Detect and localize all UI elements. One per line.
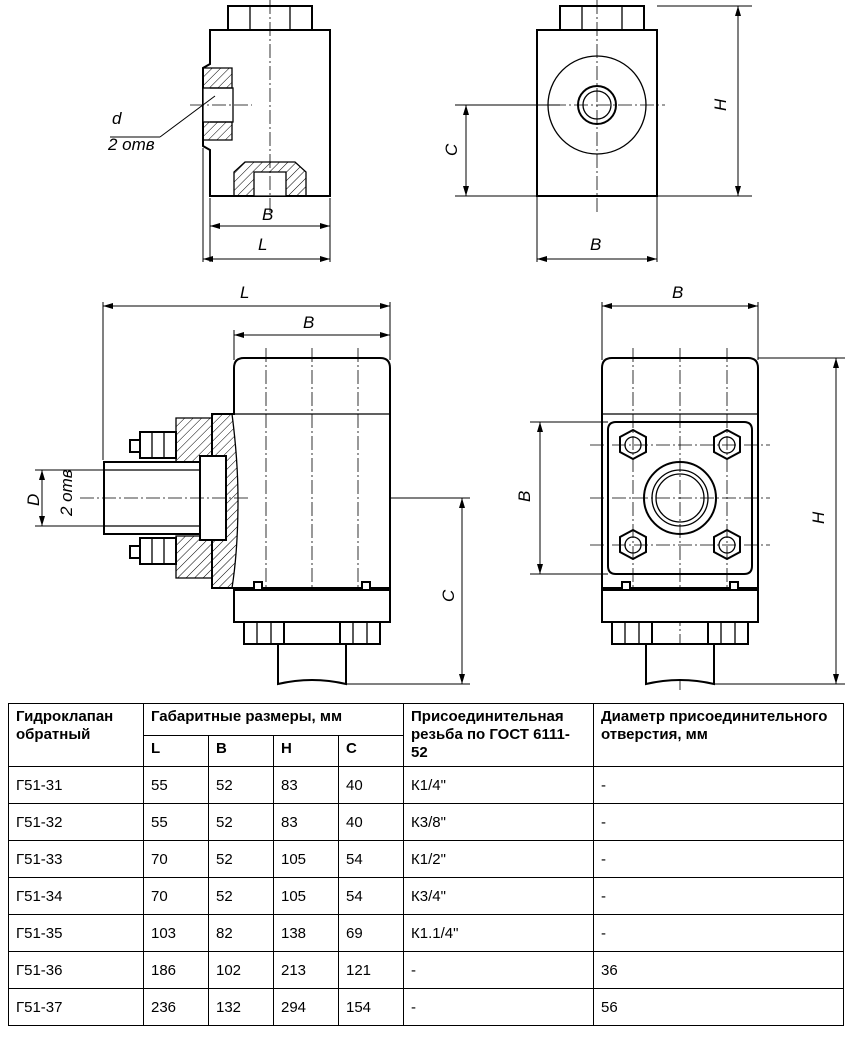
label-C-top-right: C [442,143,461,156]
cell-H: 105 [273,840,339,878]
cell-diameter: - [593,766,844,804]
label-H-top-right: H [711,98,730,111]
view-bottom-left: L B D 2 отв [24,283,470,686]
header-H: H [273,734,339,767]
cell-name: Г51-32 [8,803,144,841]
cell-diameter: - [593,840,844,878]
cell-name: Г51-33 [8,840,144,878]
label-B-bottom-right-top: B [672,283,683,302]
header-name: Гидроклапан обратный [8,703,144,767]
header-thread: Присоединительная резьба по ГОСТ 6111-52 [403,703,594,767]
cell-name: Г51-35 [8,914,144,952]
label-L-bottom-left: L [240,283,249,302]
cell-thread: - [403,951,594,989]
cell-B: 132 [208,988,274,1026]
cell-H: 294 [273,988,339,1026]
cell-thread: К1.1/4" [403,914,594,952]
label-B-bottom-left: B [303,313,314,332]
header-diameter: Диаметр присоединительного отверстия, мм [593,703,844,767]
label-B-top-left: B [262,205,273,224]
view-top-right: H C B [442,0,752,262]
cell-name: Г51-31 [8,766,144,804]
cell-diameter: - [593,803,844,841]
cell-thread: К3/8" [403,803,594,841]
cell-thread: К1/2" [403,840,594,878]
cell-thread: К3/4" [403,877,594,915]
cell-B: 82 [208,914,274,952]
cell-H: 83 [273,766,339,804]
cell-C: 54 [338,877,404,915]
cell-H: 105 [273,877,339,915]
cell-diameter: - [593,877,844,915]
cell-L: 236 [143,988,209,1026]
cell-B: 52 [208,766,274,804]
label-B-bottom-right-side: B [515,491,534,502]
cell-C: 154 [338,988,404,1026]
cell-B: 102 [208,951,274,989]
cell-H: 213 [273,951,339,989]
view-top-left: d 2 отв B L [107,0,331,262]
header-L: L [143,734,209,767]
cell-thread: - [403,988,594,1026]
cell-C: 40 [338,803,404,841]
label-D: D [24,494,43,506]
header-C: C [338,734,404,767]
label-B-top-right: B [590,235,601,254]
cell-H: 83 [273,803,339,841]
cell-B: 52 [208,840,274,878]
cell-diameter: 36 [593,951,844,989]
table-header-row: Гидроклапан обратный Габаритные размеры,… [8,703,844,767]
cell-B: 52 [208,803,274,841]
spec-table: Гидроклапан обратный Габаритные размеры,… [8,703,844,1026]
cell-C: 121 [338,951,404,989]
view-bottom-right: B [515,283,845,690]
technical-drawing: d 2 отв B L H C B [24,0,845,690]
label-C-bottom-left: C [439,589,458,602]
cell-L: 55 [143,766,209,804]
cell-diameter: - [593,914,844,952]
header-dims-group: Габаритные размеры, мм [143,703,404,736]
cell-L: 55 [143,803,209,841]
cell-B: 52 [208,877,274,915]
cell-C: 40 [338,766,404,804]
cell-L: 103 [143,914,209,952]
cell-H: 138 [273,914,339,952]
header-B: B [208,734,274,767]
cell-C: 54 [338,840,404,878]
label-d: d [112,109,122,128]
label-holes-top: 2 отв [107,135,155,154]
cell-L: 70 [143,840,209,878]
label-H-bottom-right: H [809,511,828,524]
cell-L: 70 [143,877,209,915]
cell-name: Г51-36 [8,951,144,989]
cell-L: 186 [143,951,209,989]
label-L-top-left: L [258,235,267,254]
cell-name: Г51-37 [8,988,144,1026]
cell-diameter: 56 [593,988,844,1026]
label-holes-bottom: 2 отв [57,469,76,517]
cell-C: 69 [338,914,404,952]
cell-thread: К1/4" [403,766,594,804]
cell-name: Г51-34 [8,877,144,915]
